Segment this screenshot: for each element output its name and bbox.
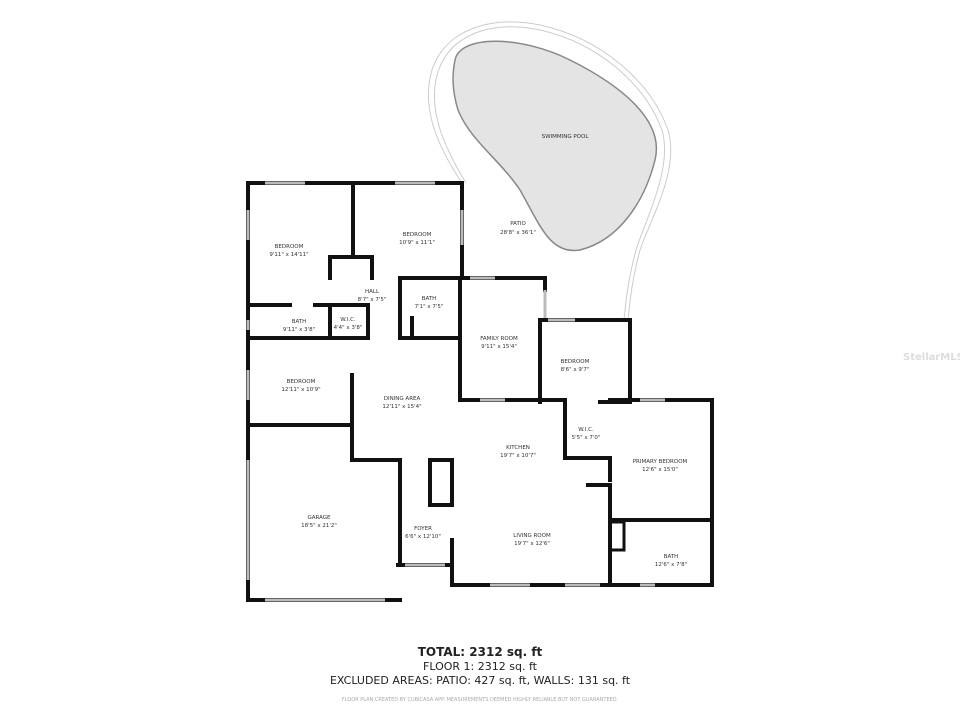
room-label-patio: PATIO bbox=[510, 221, 526, 227]
room-label-bedroom3: BEDROOM bbox=[287, 379, 316, 385]
total-area: TOTAL: 2312 sq. ft bbox=[417, 645, 543, 659]
room-label-kitchen: KITCHEN bbox=[506, 445, 530, 451]
room-label-wic2: W.I.C. bbox=[578, 427, 594, 433]
excluded-areas: EXCLUDED AREAS: PATIO: 427 sq. ft, WALLS… bbox=[329, 674, 631, 687]
watermark: StellarMLS bbox=[903, 352, 960, 363]
room-dim-garage: 18'5" x 21'2" bbox=[301, 523, 337, 529]
room-dim-wic1: 4'4" x 3'8" bbox=[334, 325, 363, 331]
room-label-family: FAMILY ROOM bbox=[480, 336, 518, 342]
room-label-dining: DINING AREA bbox=[384, 396, 421, 402]
room-label-bedroom4: BEDROOM bbox=[561, 359, 590, 365]
room-dim-bath3: 12'6" x 7'8" bbox=[655, 562, 687, 568]
room-dim-kitchen: 19'7" x 10'7" bbox=[500, 453, 536, 459]
room-dim-bedroom3: 12'11" x 10'9" bbox=[281, 387, 320, 393]
room-dim-bath2: 7'1" x 7'5" bbox=[415, 304, 444, 310]
floor1-area: FLOOR 1: 2312 sq. ft bbox=[423, 660, 537, 673]
room-label-garage: GARAGE bbox=[307, 515, 331, 521]
room-dim-family: 9'11" x 15'4" bbox=[481, 344, 517, 350]
room-label-bedroom1: BEDROOM bbox=[275, 244, 304, 250]
patio-outline bbox=[428, 21, 672, 321]
room-dim-foyer: 6'6" x 12'10" bbox=[405, 534, 441, 540]
room-label-primary: PRIMARY BEDROOM bbox=[633, 459, 688, 465]
room-dim-hall: 8'7" x 7'5" bbox=[358, 297, 387, 303]
room-dim-living: 19'7" x 12'6" bbox=[514, 541, 550, 547]
room-dim-primary: 12'6" x 15'0" bbox=[642, 467, 678, 473]
room-label-living: LIVING ROOM bbox=[513, 533, 551, 539]
room-label-bath2: BATH bbox=[422, 296, 437, 302]
patio-outline-inner bbox=[434, 26, 666, 321]
swimming-pool bbox=[452, 40, 658, 252]
room-dim-dining: 12'11" x 15'4" bbox=[382, 404, 421, 410]
walls bbox=[246, 181, 714, 602]
room-dim-wic2: 5'5" x 7'0" bbox=[572, 435, 601, 441]
room-label-bath3: BATH bbox=[664, 554, 679, 560]
room-dim-bedroom1: 9'11" x 14'11" bbox=[269, 252, 308, 258]
room-label-bath1: BATH bbox=[292, 319, 307, 325]
room-label-wic1: W.I.C. bbox=[340, 317, 356, 323]
room-label-hall: HALL bbox=[365, 289, 380, 295]
room-dim-bedroom2: 10'9" x 11'1" bbox=[399, 240, 435, 246]
room-dim-patio: 28'8" x 36'1" bbox=[500, 230, 536, 236]
room-dim-bath1: 9'11" x 3'8" bbox=[283, 327, 315, 333]
room-label-pool: SWIMMING POOL bbox=[542, 134, 590, 140]
disclaimer: FLOOR PLAN CREATED BY CUBICASA APP. MEAS… bbox=[341, 697, 619, 703]
room-label-bedroom2: BEDROOM bbox=[403, 232, 432, 238]
room-label-foyer: FOYER bbox=[414, 526, 432, 532]
room-dim-bedroom4: 8'6" x 9'7" bbox=[561, 367, 590, 373]
